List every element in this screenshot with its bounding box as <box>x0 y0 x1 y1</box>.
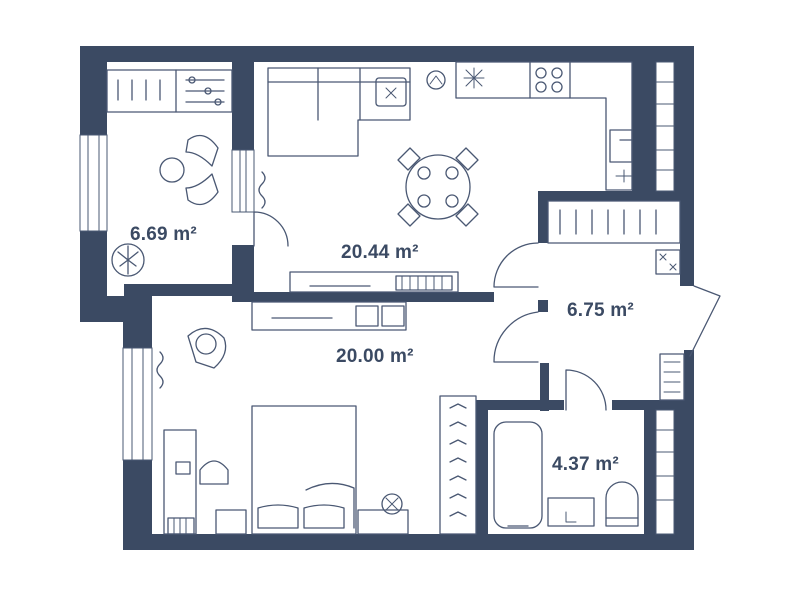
plant-icon <box>111 243 145 277</box>
bathtub-icon <box>493 421 543 529</box>
sink-icon <box>609 129 633 183</box>
bed-icon <box>251 405 409 535</box>
sofa-icon <box>267 67 411 157</box>
armchair-icon <box>159 134 219 206</box>
wardrobe-icon <box>547 200 681 275</box>
door-icon <box>253 211 289 247</box>
armchair-icon <box>187 327 227 369</box>
fridge-icon <box>463 67 485 89</box>
window-icon <box>79 61 675 535</box>
dining-table-icon <box>397 147 479 227</box>
tv-icon <box>251 301 407 331</box>
toilet-icon <box>605 481 639 527</box>
wardrobe-icon <box>439 395 477 535</box>
area-labels: 6.69 m² 20.44 m² 6.75 m² 20.00 m² 4.37 m… <box>130 224 634 475</box>
area-label-bathroom: 4.37 m² <box>552 454 619 475</box>
stove-icon <box>426 61 633 191</box>
sink-icon <box>547 497 595 527</box>
desk-icon <box>163 429 247 535</box>
wardrobe-icon <box>106 69 233 113</box>
area-label-kitchen-living: 20.44 m² <box>341 242 419 263</box>
area-label-balcony: 6.69 m² <box>130 224 197 245</box>
tv-icon <box>289 271 459 293</box>
area-label-hallway: 6.75 m² <box>567 300 634 321</box>
area-label-bedroom: 20.00 m² <box>336 346 414 367</box>
